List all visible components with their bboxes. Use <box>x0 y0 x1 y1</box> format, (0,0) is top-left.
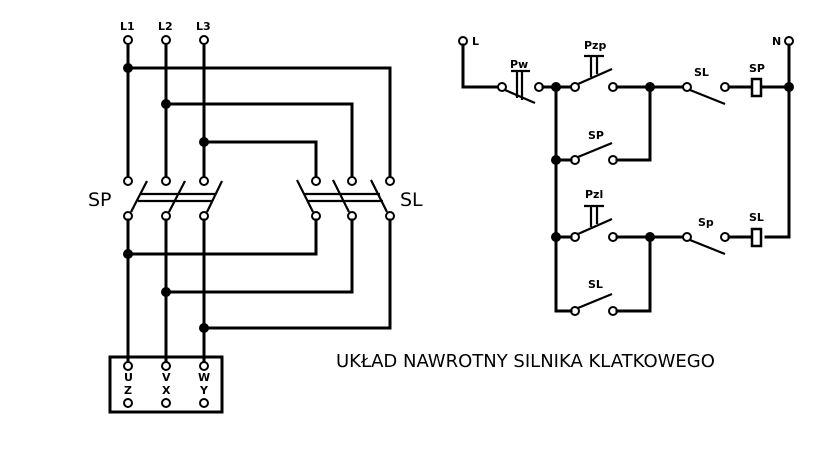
wire-sl-to-w <box>202 218 392 330</box>
junction <box>123 63 133 73</box>
contactor-sl <box>296 176 395 221</box>
wire-sl-to-v <box>164 218 354 294</box>
label-l: L <box>472 35 479 48</box>
label-pzp: Pzp <box>584 39 606 52</box>
junction <box>199 137 209 147</box>
holding-contact-sp <box>570 141 618 165</box>
label-x: X <box>162 384 171 397</box>
holding-contact-sl <box>570 292 618 316</box>
interlock-contact-sp <box>682 232 730 256</box>
label-sl-interlock: SL <box>694 66 709 79</box>
junction <box>551 232 561 242</box>
terminal-u <box>123 361 133 371</box>
label-u: U <box>124 371 133 384</box>
junction <box>161 287 171 297</box>
terminal-l1 <box>123 35 133 45</box>
label-z: Z <box>124 384 132 397</box>
label-l1: L1 <box>120 20 135 33</box>
label-l3: L3 <box>196 20 211 33</box>
label-sp-coil: SP <box>749 62 765 75</box>
terminal-v <box>161 361 171 371</box>
wire-l3-to-sl <box>202 140 318 179</box>
wire-sl-to-u <box>126 218 318 256</box>
terminal-l3 <box>199 35 209 45</box>
power-circuit: L1 L2 L3 SP <box>88 20 423 414</box>
terminal-w <box>199 361 209 371</box>
junction <box>784 82 794 92</box>
terminal-l2 <box>161 35 171 45</box>
coil-sl <box>750 227 763 248</box>
wire-l2-to-sl <box>164 102 354 179</box>
stop-button-pw <box>497 69 544 105</box>
label-sl-holding: SL <box>588 278 603 291</box>
label-sl-contactor: SL <box>400 189 423 211</box>
diagram-title: UKŁAD NAWROTNY SILNIKA KLATKOWEGO <box>336 351 715 372</box>
label-pzl: Pzl <box>585 188 603 201</box>
junction <box>161 99 171 109</box>
junction <box>199 323 209 333</box>
label-w: W <box>198 371 210 384</box>
label-sp-contactor: SP <box>88 189 112 211</box>
wire <box>615 235 652 313</box>
label-y: Y <box>199 384 209 397</box>
label-sl-coil: SL <box>749 211 764 224</box>
junction <box>551 155 561 165</box>
motor-terminal-box <box>108 355 224 414</box>
wire <box>615 85 652 162</box>
label-sp-interlock: Sp <box>698 216 714 229</box>
terminal-z <box>123 398 133 408</box>
interlock-contact-sl <box>682 82 730 106</box>
label-l2: L2 <box>158 20 173 33</box>
terminal-x <box>161 398 171 408</box>
wire-n-rail <box>764 43 791 239</box>
wire-l1-to-sl <box>126 66 392 179</box>
junction <box>123 249 133 259</box>
label-n: N <box>772 35 781 48</box>
terminal-y <box>199 398 209 408</box>
coil-sp <box>750 77 763 98</box>
wire-l <box>461 43 500 89</box>
contactor-sp <box>123 176 223 221</box>
label-sp-holding: SP <box>588 129 604 142</box>
control-circuit: L Pw Pzp <box>458 35 794 316</box>
start-reverse-button-pzl <box>570 204 618 242</box>
start-forward-button-pzp <box>570 54 618 92</box>
label-v: V <box>162 371 171 384</box>
label-pw: Pw <box>510 58 528 71</box>
